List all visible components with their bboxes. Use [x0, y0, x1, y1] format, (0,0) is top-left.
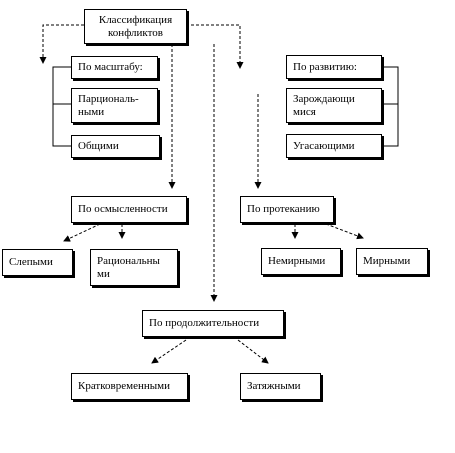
connector-root-to-development: [186, 24, 244, 69]
development-node: По развитию:: [286, 55, 382, 79]
general-node: Общими: [71, 135, 160, 158]
emerging-node: Зарождающи мися: [286, 88, 382, 123]
peaceful-node: Мирными: [356, 248, 428, 275]
scale-node: По масштабу:: [71, 56, 158, 79]
connector-duration-to-shortterm: [151, 339, 187, 364]
connector-awareness-to-blind: [63, 223, 101, 242]
fading-node: Угасающими: [286, 134, 382, 158]
connector-duration-to-prolonged: [237, 339, 269, 364]
connector-course-to-peaceful: [325, 223, 364, 240]
course-node: По протеканию: [240, 196, 334, 223]
rational-node: Рациональны ми: [90, 249, 178, 286]
prolonged-node: Затяжными: [240, 373, 321, 400]
connector-root-to-scale: [39, 24, 84, 64]
blind-node: Слепыми: [2, 249, 73, 276]
bracket-scale: [52, 66, 71, 147]
nonpeaceful-node: Немирными: [261, 248, 341, 275]
awareness-node: По осмысленности: [71, 196, 187, 223]
duration-node: По продолжительности: [142, 310, 284, 337]
bracket-development: [382, 66, 399, 147]
shortterm-node: Кратковременными: [71, 373, 188, 400]
partial-node: Парциональ- ными: [71, 88, 158, 123]
root-node: Классификация конфликтов: [84, 9, 187, 44]
